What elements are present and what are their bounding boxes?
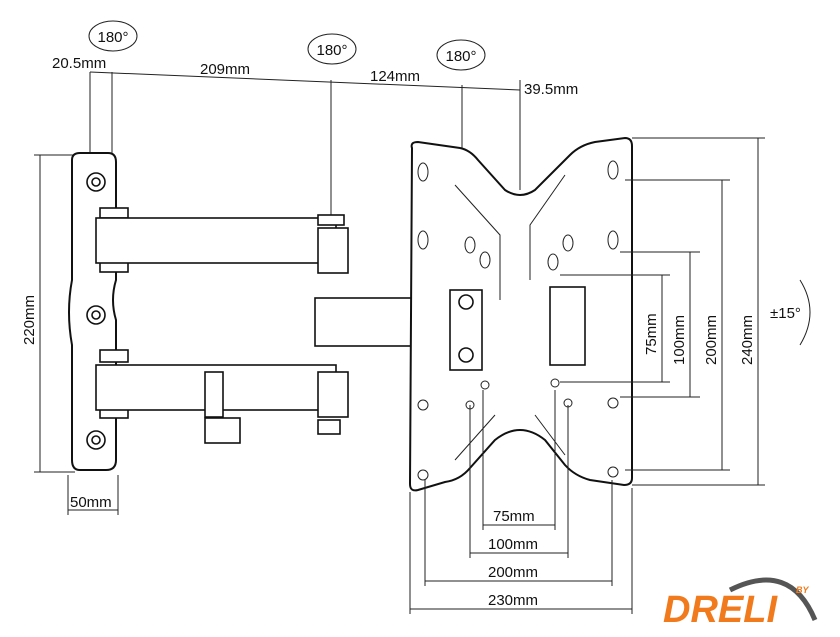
lower-arm [95, 349, 349, 444]
dim-50mm: 50mm [70, 494, 112, 511]
dim-124mm: 124mm [370, 68, 420, 85]
svg-text:180°: 180° [97, 29, 128, 46]
dim-20-5mm: 20.5mm [52, 55, 106, 72]
dim-100mm-horizontal: 100mm [488, 536, 538, 553]
dim-230mm-horizontal: 230mm [488, 592, 538, 609]
dim-240mm-vertical: 240mm [739, 315, 756, 365]
left-width-dimension [67, 475, 119, 515]
svg-text:DRELI: DRELI [663, 589, 778, 631]
bottom-dimensions [409, 390, 633, 614]
tv-plate [408, 136, 633, 492]
svg-text:180°: 180° [445, 48, 476, 65]
top-dimension-line [89, 71, 521, 215]
svg-text:180°: 180° [316, 42, 347, 59]
svg-text:BY: BY [796, 585, 809, 595]
dim-39-5mm: 39.5mm [524, 81, 578, 98]
upper-arm [95, 207, 349, 274]
rotation-badge-1: 180° [88, 20, 138, 52]
dim-200mm-vertical: 200mm [703, 315, 720, 365]
dim-220mm: 220mm [21, 295, 38, 345]
dim-100mm-vertical: 100mm [671, 315, 688, 365]
dim-75mm-horizontal: 75mm [493, 508, 535, 525]
tilt-label: ±15° [770, 305, 801, 322]
rotation-badge-3: 180° [436, 39, 486, 71]
dim-75mm-vertical: 75mm [643, 313, 660, 355]
dim-200mm-horizontal: 200mm [488, 564, 538, 581]
left-height-dimension [34, 154, 75, 473]
dreli-logo: DRELI BY [663, 577, 818, 631]
right-dimensions [560, 137, 811, 486]
rotation-badge-2: 180° [307, 33, 357, 65]
wall-plate [68, 152, 117, 471]
dim-209mm: 209mm [200, 61, 250, 78]
